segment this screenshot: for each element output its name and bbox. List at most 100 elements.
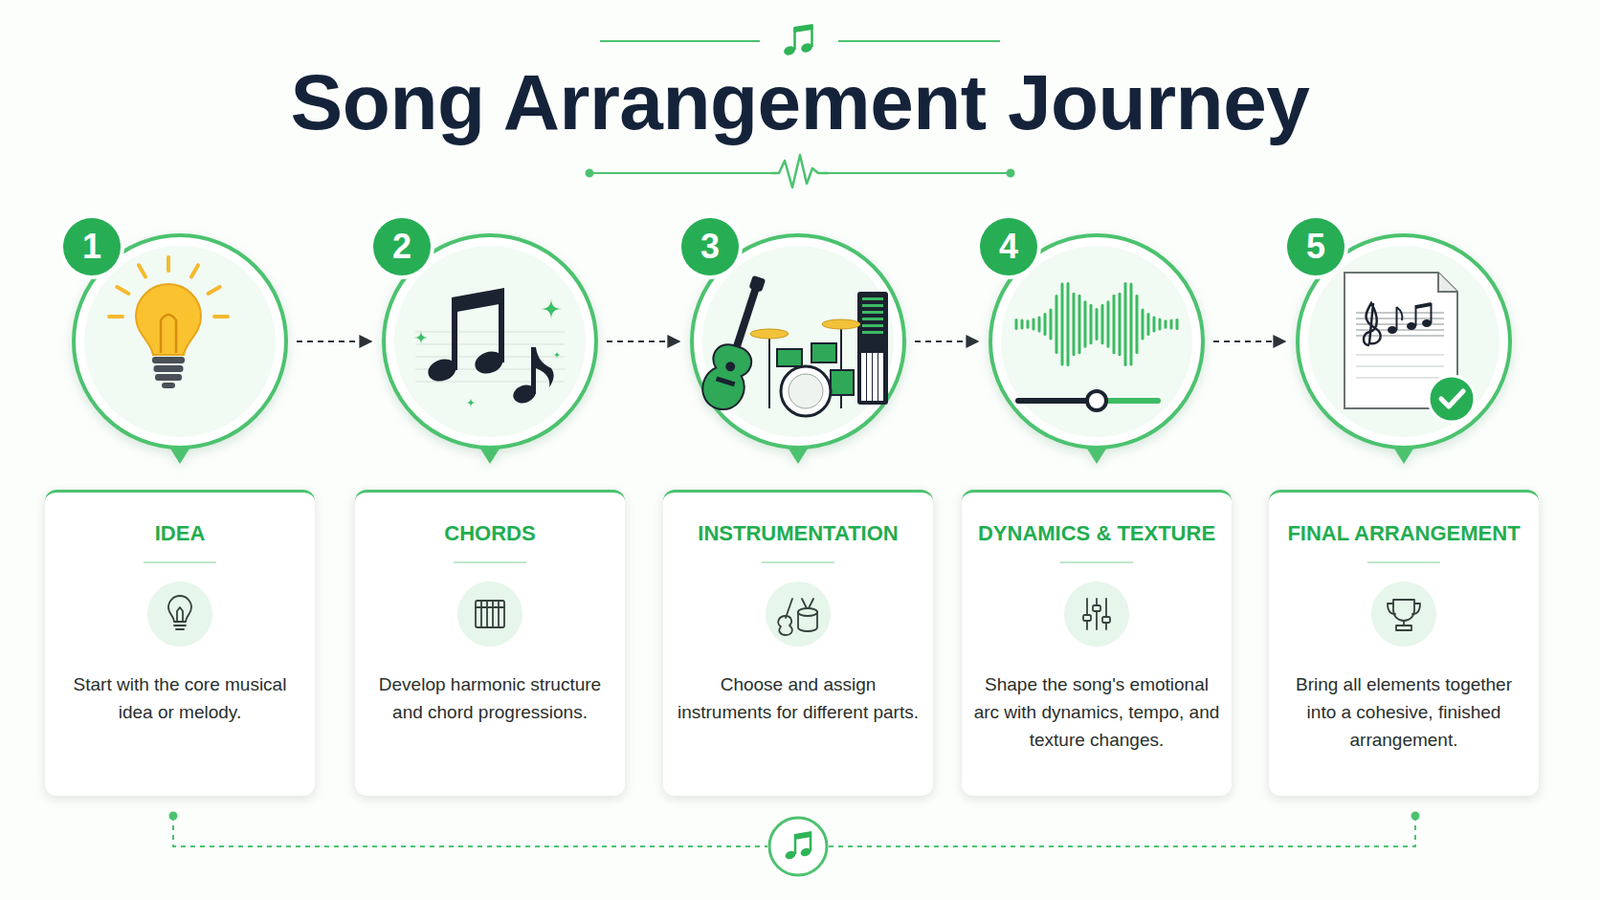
note-symbol <box>794 23 814 33</box>
illustration <box>135 284 201 356</box>
illustration <box>697 339 757 415</box>
illustration <box>1397 307 1403 321</box>
illustration <box>1055 294 1059 355</box>
illustration <box>862 317 884 321</box>
illustration <box>1355 354 1445 356</box>
illustration <box>1438 272 1458 292</box>
illustration <box>451 288 505 313</box>
illustration <box>415 331 565 334</box>
illustration <box>214 314 228 319</box>
title-ornament-top <box>600 40 1000 43</box>
illustration <box>724 360 737 374</box>
step-icon <box>1387 600 1421 631</box>
illustration <box>191 265 199 277</box>
illustration <box>1147 312 1151 336</box>
step-heading: FINAL ARRANGEMENT <box>1287 521 1520 547</box>
step-icon <box>1396 625 1412 631</box>
step-icon <box>177 607 183 623</box>
illustration <box>1107 300 1111 349</box>
illustration <box>1153 315 1156 333</box>
illustration <box>161 382 176 389</box>
step-icon <box>1105 599 1108 630</box>
flow-arrow <box>1213 340 1286 343</box>
illustration <box>1416 302 1432 310</box>
illustration <box>788 374 823 409</box>
illustration <box>1049 308 1053 340</box>
illustration <box>1363 303 1381 346</box>
circle-fill <box>1308 245 1500 438</box>
title-ornament-top <box>838 40 1000 43</box>
step-icon <box>1370 580 1438 648</box>
flow-arrow <box>606 340 680 343</box>
step-number: 5 <box>1287 218 1345 276</box>
step-icon <box>785 599 793 619</box>
illustration <box>1095 308 1099 341</box>
illustration <box>1084 300 1088 349</box>
illustration <box>553 351 561 359</box>
illustration <box>777 349 802 367</box>
illustration <box>862 297 884 301</box>
title-ornament-bottom <box>1007 170 1015 178</box>
illustration <box>830 370 854 396</box>
step-icon <box>174 624 186 627</box>
step-icon <box>475 600 505 628</box>
step-icon <box>1102 617 1111 623</box>
illustration <box>1118 292 1122 356</box>
illustration <box>878 353 884 401</box>
title-ornament-bottom <box>771 155 829 188</box>
illustration <box>872 353 878 401</box>
illustration <box>1355 377 1445 378</box>
step-icon <box>1095 599 1098 630</box>
illustration <box>749 275 767 293</box>
heading-divider <box>1367 561 1441 564</box>
step-icon <box>491 600 494 628</box>
illustration <box>1089 304 1093 345</box>
step-icon <box>801 599 807 609</box>
step-circle: 1 <box>70 232 289 451</box>
illustration <box>1428 376 1475 423</box>
illustration <box>540 298 562 320</box>
step-heading: IDEA <box>155 521 206 547</box>
illustration <box>862 324 884 328</box>
illustration <box>697 270 779 415</box>
step-icon <box>808 599 814 609</box>
step-icon <box>1083 615 1091 622</box>
circle-fill <box>1000 245 1193 438</box>
step-icon <box>475 606 505 609</box>
step-icon <box>777 616 793 636</box>
illustration <box>1355 365 1445 367</box>
bottom-bracket <box>828 816 1416 847</box>
step-icon <box>764 580 832 648</box>
illustration <box>866 353 872 401</box>
illustration <box>811 343 837 363</box>
bottom-bracket <box>1411 812 1421 822</box>
illustration <box>1124 282 1128 367</box>
illustration <box>414 331 428 345</box>
illustration <box>1164 319 1168 330</box>
step-heading: DYNAMICS & TEXTURE <box>977 521 1216 547</box>
step-icon <box>1092 605 1101 612</box>
illustration <box>1355 329 1445 331</box>
step-icon <box>1064 581 1130 647</box>
illustration <box>1170 319 1174 331</box>
illustration <box>1066 282 1070 367</box>
heading-divider <box>1060 561 1134 564</box>
step-circle: 5 <box>1294 232 1513 451</box>
step-icon <box>1393 600 1415 622</box>
illustration <box>822 319 861 330</box>
step-circle: 3 <box>688 232 908 451</box>
illustration <box>1044 312 1047 336</box>
step-icon <box>456 580 524 648</box>
step-card: DYNAMICS & TEXTUREShape the song's emoti… <box>961 489 1232 797</box>
illustration <box>1430 303 1433 324</box>
step-number: 4 <box>979 218 1038 276</box>
illustration <box>768 333 771 409</box>
illustration <box>1015 282 1179 411</box>
illustration <box>208 287 221 294</box>
illustration <box>415 343 565 346</box>
step-heading: CHORDS <box>444 521 535 547</box>
illustration <box>531 347 536 395</box>
step-icon <box>1063 580 1131 648</box>
illustration <box>1130 282 1134 366</box>
illustration <box>750 329 789 339</box>
